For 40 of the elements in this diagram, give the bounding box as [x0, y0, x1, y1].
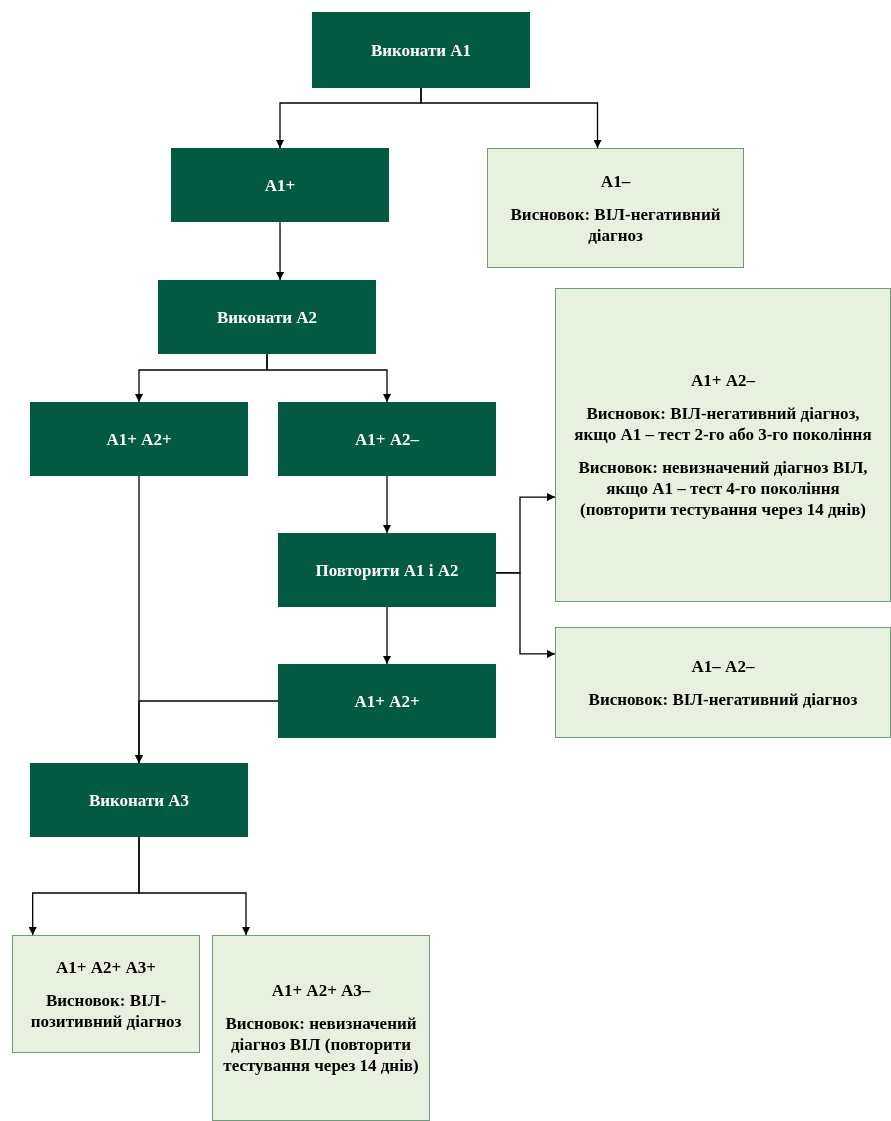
arrow — [266, 353, 391, 403]
process-box — [30, 402, 248, 476]
arrow — [495, 572, 556, 658]
box-text: Висновок: невизначений діагноз ВІЛ, якщо А1 – тест 4-го покоління (повторити тестування через 14 днів) — [577, 457, 869, 520]
process-box — [30, 763, 248, 837]
process-box — [278, 664, 496, 738]
box-text: Висновок: ВІЛ-негативний діагноз — [509, 203, 722, 246]
box-text: Висновок: невизначений діагноз ВІЛ (повторити тестування через 14 днів) — [222, 1013, 420, 1076]
box-text: А1+ А2+ — [106, 428, 172, 450]
box-text: Виконати А3 — [88, 789, 190, 811]
box-text: Висновок: ВІЛ-негативний діагноз — [588, 688, 858, 710]
box-text: Виконати А2 — [216, 306, 318, 328]
box-text: А1+ А2– — [355, 428, 419, 450]
box-text: Висновок: ВІЛ-позитивний діагноз — [29, 989, 183, 1032]
box-text: Виконати А1 — [370, 39, 472, 61]
box-text: А1+ — [264, 174, 296, 196]
box-text: А1+ А2+ — [354, 690, 420, 712]
box-text: А1+ А2+ А3+ — [56, 956, 156, 978]
box-text: А1– — [600, 170, 631, 192]
arrow — [276, 221, 285, 281]
box-text: А1+ А2+ А3– — [271, 980, 371, 1001]
process-box — [171, 148, 389, 222]
arrow — [420, 87, 602, 149]
process-box — [278, 402, 496, 476]
process-box — [278, 533, 496, 607]
result-box — [12, 935, 200, 1053]
result-box — [555, 627, 891, 738]
box-text: Висновок: ВІЛ-негативний діагноз, якщо А1 – тест 2-го або 3-го покоління — [573, 403, 873, 445]
process-box — [158, 280, 376, 354]
arrow — [383, 475, 391, 534]
process-box — [312, 12, 530, 88]
result-box — [487, 148, 744, 268]
result-box — [555, 288, 891, 602]
arrow — [383, 606, 391, 665]
arrow — [135, 475, 143, 764]
box-text: А1+ А2– — [691, 370, 755, 391]
box-text: Повторити А1 і А2 — [315, 559, 459, 581]
result-box — [212, 935, 430, 1121]
arrow — [138, 836, 250, 936]
box-text: А1– А2– — [691, 655, 755, 677]
